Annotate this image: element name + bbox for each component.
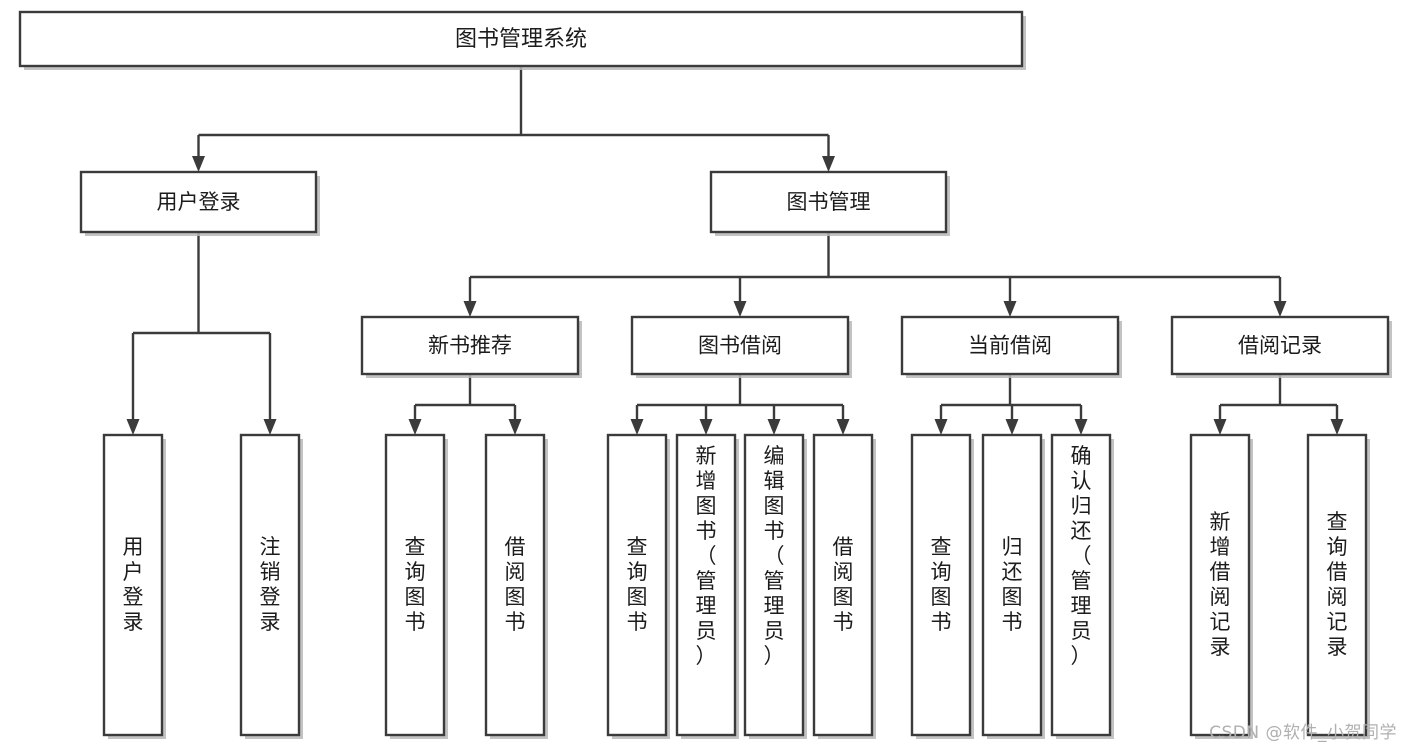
- arrow-down-icon-新书推荐-leaf-0: [408, 419, 422, 435]
- node-leaf-查询借阅记录-12-rect[interactable]: [1306, 433, 1368, 737]
- node-root-图书管理系统-rect[interactable]: [18, 10, 1024, 68]
- arrow-down-icon-用户登录-leaf-1: [263, 419, 277, 435]
- arrow-down-icon-图书借阅-leaf-1: [699, 419, 713, 435]
- arrow-down-icon-借阅记录-leaf-0: [1213, 419, 1227, 435]
- arrow-down-icon-新书推荐-leaf-1: [508, 419, 522, 435]
- node-l3-借阅记录-rect[interactable]: [1170, 315, 1390, 376]
- node-l2-用户登录-label: 用户登录: [157, 190, 241, 214]
- node-leaf-查询图书-2[interactable]: [384, 433, 448, 739]
- arrow-down-icon-当前借阅-leaf-1: [1005, 419, 1019, 435]
- node-leaf-查询图书-8[interactable]: [910, 433, 974, 739]
- node-leaf-查询图书-8-rect[interactable]: [910, 433, 972, 737]
- node-l2-用户登录[interactable]: 用户登录: [79, 170, 320, 236]
- node-leaf-查询图书-4[interactable]: [606, 433, 670, 739]
- node-leaf-借阅图书-3-rect[interactable]: [484, 433, 546, 737]
- arrow-down-icon-图书借阅-leaf-0: [630, 419, 644, 435]
- node-leaf-新增借阅记录-11-rect[interactable]: [1189, 433, 1251, 737]
- connectors-layer: [126, 66, 1344, 435]
- node-l3-新书推荐-label: 新书推荐: [428, 334, 512, 358]
- node-l3-借阅记录-label: 借阅记录: [1238, 334, 1322, 358]
- node-leaf-编辑图书管理员-6[interactable]: [743, 433, 807, 739]
- node-l3-借阅记录[interactable]: 借阅记录: [1170, 315, 1392, 378]
- node-leaf-归还图书-9-rect[interactable]: [981, 433, 1043, 737]
- node-l3-当前借阅[interactable]: 当前借阅: [900, 315, 1122, 378]
- node-l2-图书管理[interactable]: 图书管理: [709, 170, 950, 236]
- node-l3-图书借阅-label: 图书借阅: [698, 334, 782, 358]
- node-root-图书管理系统-label: 图书管理系统: [455, 27, 587, 52]
- node-leaf-编辑图书管理员-6-rect[interactable]: [743, 433, 805, 737]
- arrow-down-icon-借阅记录-leaf-1: [1330, 419, 1344, 435]
- node-l2-图书管理-label: 图书管理: [787, 190, 871, 214]
- node-l3-新书推荐[interactable]: 新书推荐: [360, 315, 582, 378]
- node-leaf-注销登录-1-rect[interactable]: [239, 433, 301, 737]
- arrow-down-icon-图书借阅-leaf-3: [836, 419, 850, 435]
- arrow-down-icon-to-图书管理: [822, 156, 835, 172]
- node-leaf-查询图书-4-rect[interactable]: [606, 433, 668, 737]
- node-leaf-用户登录-0-rect[interactable]: [102, 433, 164, 737]
- arrow-down-icon-to-新书推荐: [463, 301, 477, 317]
- node-l3-图书借阅-rect[interactable]: [630, 315, 850, 376]
- node-leaf-确认归还管理员-10[interactable]: [1050, 433, 1114, 739]
- node-l2-图书管理-rect[interactable]: [709, 170, 948, 234]
- node-l3-当前借阅-label: 当前借阅: [968, 334, 1052, 358]
- arrow-down-icon-to-图书借阅: [733, 301, 747, 317]
- node-leaf-注销登录-1[interactable]: [239, 433, 303, 739]
- node-leaf-查询图书-2-rect[interactable]: [384, 433, 446, 737]
- node-leaf-用户登录-0[interactable]: [102, 433, 166, 739]
- node-l2-用户登录-rect[interactable]: [79, 170, 318, 234]
- node-leaf-确认归还管理员-10-rect[interactable]: [1050, 433, 1112, 737]
- node-root-图书管理系统[interactable]: 图书管理系统: [18, 10, 1026, 70]
- node-leaf-新增图书管理员-5-rect[interactable]: [675, 433, 737, 737]
- node-leaf-借阅图书-7[interactable]: [812, 433, 876, 739]
- node-l3-当前借阅-rect[interactable]: [900, 315, 1120, 376]
- node-leaf-借阅图书-7-rect[interactable]: [812, 433, 874, 737]
- arrow-down-icon-当前借阅-leaf-2: [1074, 419, 1088, 435]
- node-l3-新书推荐-rect[interactable]: [360, 315, 580, 376]
- node-l3-图书借阅[interactable]: 图书借阅: [630, 315, 852, 378]
- arrow-down-icon-to-当前借阅: [1003, 301, 1017, 317]
- node-leaf-归还图书-9[interactable]: [981, 433, 1045, 739]
- arrow-down-icon-用户登录-leaf-0: [126, 419, 140, 435]
- arrow-down-icon-当前借阅-leaf-0: [934, 419, 948, 435]
- arrow-down-icon-to-借阅记录: [1273, 301, 1287, 317]
- node-leaf-新增图书管理员-5[interactable]: [675, 433, 739, 739]
- watermark-text: CSDN @软件_小贺同学: [1209, 723, 1397, 743]
- arrow-down-icon-to-用户登录: [192, 156, 205, 172]
- node-leaf-查询借阅记录-12[interactable]: [1306, 433, 1370, 739]
- arrow-down-icon-图书借阅-leaf-2: [767, 419, 781, 435]
- node-leaf-借阅图书-3[interactable]: [484, 433, 548, 739]
- node-leaf-新增借阅记录-11[interactable]: [1189, 433, 1253, 739]
